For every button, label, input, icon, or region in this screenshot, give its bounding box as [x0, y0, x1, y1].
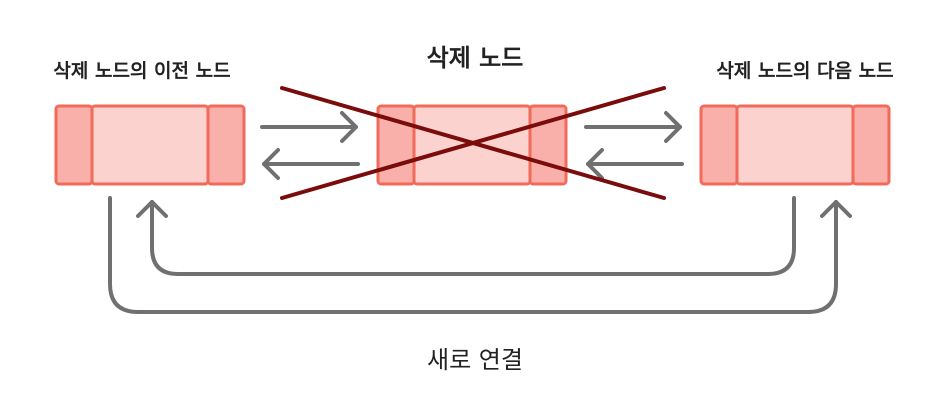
deleted-node-label: 삭제 노드 [426, 44, 524, 72]
prev-to-deleted-arrow [260, 111, 358, 143]
next-node-data-cell [735, 104, 855, 186]
deleted-to-prev-arrow [262, 148, 360, 180]
next-node-right-cell [851, 104, 891, 186]
delete-cross [280, 86, 666, 200]
prev-node-label: 삭제 노드의 이전 노드 [53, 60, 231, 82]
prev-node-left-cell [54, 104, 94, 186]
next-to-deleted-arrow [586, 148, 684, 180]
prev-node [54, 104, 246, 186]
new-link-prev-to-next [108, 196, 852, 314]
deleted-to-next-arrow [584, 111, 682, 143]
prev-node-right-cell [206, 104, 246, 186]
new-link-next-to-prev [136, 196, 796, 276]
next-node-label: 삭제 노드의 다음 노드 [716, 60, 894, 82]
prev-node-data-cell [90, 104, 210, 186]
next-node-left-cell [699, 104, 739, 186]
next-node [699, 104, 891, 186]
reconnect-label: 새로 연결 [427, 346, 523, 374]
